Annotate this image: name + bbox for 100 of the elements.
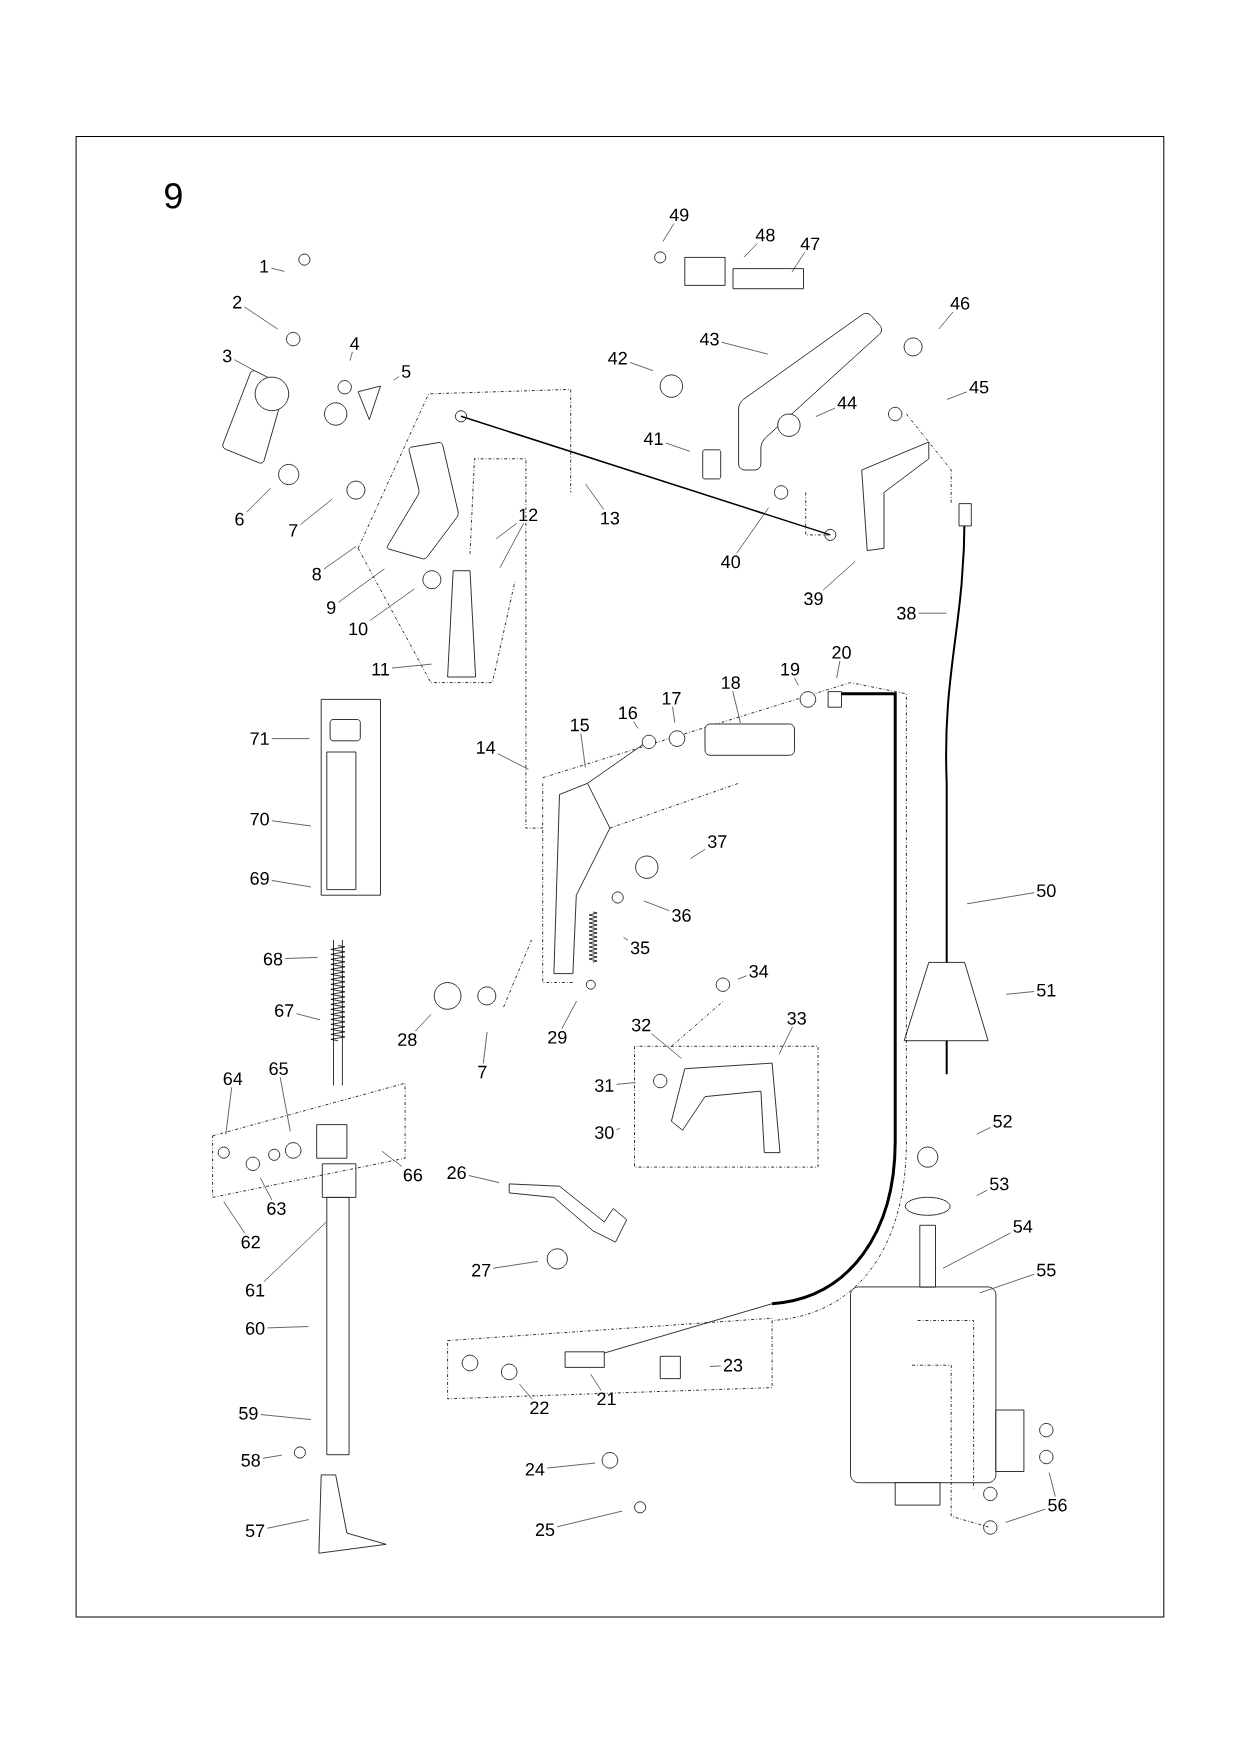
leader-line: [662, 223, 675, 242]
leader-line: [267, 1519, 310, 1529]
callout-number: 70: [250, 812, 269, 826]
leader-line: [262, 1454, 283, 1459]
callout-number: 56: [1048, 1498, 1067, 1512]
leader-line: [815, 407, 836, 417]
callout-number: 8: [312, 567, 321, 581]
leader-line: [369, 588, 415, 621]
leader-line: [263, 1221, 327, 1282]
leader-line: [296, 1013, 321, 1021]
leader-line: [271, 820, 312, 827]
leader-line: [271, 267, 285, 272]
leader-line: [267, 1326, 309, 1329]
callout-number: 34: [749, 964, 769, 978]
callout-number: 19: [781, 662, 800, 676]
callout-number: 9: [327, 601, 336, 614]
leader-line: [836, 660, 841, 679]
callout-number: 7: [289, 524, 298, 537]
leader-line: [1005, 1508, 1046, 1523]
callout-number: 25: [535, 1523, 555, 1537]
callout-number: 41: [643, 432, 663, 445]
leader-line: [794, 677, 799, 686]
callout-number: 23: [723, 1358, 743, 1372]
callout-number: 26: [447, 1166, 466, 1180]
callout-number: 18: [722, 676, 740, 689]
leader-line: [938, 311, 954, 330]
leader-line: [561, 1000, 577, 1030]
leader-line: [778, 1026, 793, 1055]
callout-number: 71: [250, 732, 269, 745]
callout-number: 44: [837, 396, 857, 409]
leader-line: [732, 690, 741, 724]
leader-line: [556, 1510, 623, 1528]
leader-line: [468, 1175, 500, 1183]
callout-number: 60: [246, 1321, 265, 1335]
callout-number: 42: [608, 351, 627, 365]
callout-number: 33: [787, 1011, 806, 1025]
callout-number: 22: [530, 1401, 549, 1414]
callout-number: 11: [372, 663, 389, 676]
leader-line: [1048, 1472, 1056, 1497]
callout-number: 16: [619, 706, 637, 720]
callout-number: 51: [1037, 984, 1056, 997]
callout-number: 27: [472, 1263, 491, 1277]
leader-line: [672, 706, 676, 724]
leader-line: [260, 1177, 273, 1201]
callout-number: 61: [246, 1283, 265, 1297]
leader-line: [643, 900, 670, 911]
callout-number: 68: [263, 952, 283, 966]
callout-number: 31: [595, 1079, 614, 1092]
leader-line: [393, 376, 400, 381]
callout-number: 58: [241, 1453, 260, 1467]
callout-number: 30: [595, 1126, 614, 1139]
callout-number: 57: [245, 1524, 265, 1538]
leader-line: [279, 1077, 291, 1132]
leader-line: [260, 1414, 312, 1420]
leader-line: [381, 1150, 403, 1167]
callout-number: 63: [267, 1202, 286, 1215]
leader-line: [391, 663, 432, 669]
leader-line: [483, 1031, 488, 1064]
callout-number: 69: [250, 872, 269, 885]
callout-number: 21: [597, 1392, 616, 1406]
callout-number: 65: [269, 1062, 288, 1076]
leader-line: [284, 957, 318, 959]
callout-number: 46: [950, 296, 970, 310]
leader-line: [495, 523, 518, 540]
leader-line: [300, 498, 333, 525]
leader-line: [623, 937, 629, 941]
leader-line: [737, 975, 747, 980]
leader-line: [791, 252, 806, 273]
leader-line: [234, 359, 255, 371]
leader-line: [665, 442, 691, 452]
leader-line: [946, 391, 968, 400]
leader-line: [966, 892, 1035, 905]
callout-number: 49: [669, 208, 689, 222]
callout-number: 15: [571, 718, 589, 732]
leader-line: [323, 546, 357, 570]
callout-number: 36: [672, 909, 691, 922]
leader-line: [979, 1274, 1035, 1294]
callout-number: 39: [804, 592, 823, 606]
callout-number: 40: [721, 555, 740, 569]
leader-line: [822, 561, 856, 591]
callout-number: 53: [990, 1177, 1009, 1191]
callout-number: 4: [350, 337, 360, 350]
leader-line: [629, 362, 654, 371]
leader-line: [616, 1128, 621, 1130]
callout-number: 54: [1013, 1220, 1033, 1233]
leader-line: [546, 1462, 596, 1469]
callout-number: 28: [398, 1033, 417, 1046]
callout-number: 1: [260, 260, 269, 273]
leader-line: [585, 483, 605, 510]
leader-line: [918, 612, 947, 614]
figure-number: 9: [165, 183, 182, 209]
callout-number: 38: [897, 606, 916, 620]
callout-number: 3: [222, 349, 232, 363]
leader-line: [743, 243, 758, 258]
callout-number: 62: [241, 1235, 260, 1249]
callout-number: 45: [969, 380, 989, 394]
leader-line: [590, 1373, 602, 1391]
callout-number: 59: [239, 1406, 258, 1420]
leader-line: [271, 738, 310, 739]
callout-number: 67: [275, 1004, 294, 1017]
